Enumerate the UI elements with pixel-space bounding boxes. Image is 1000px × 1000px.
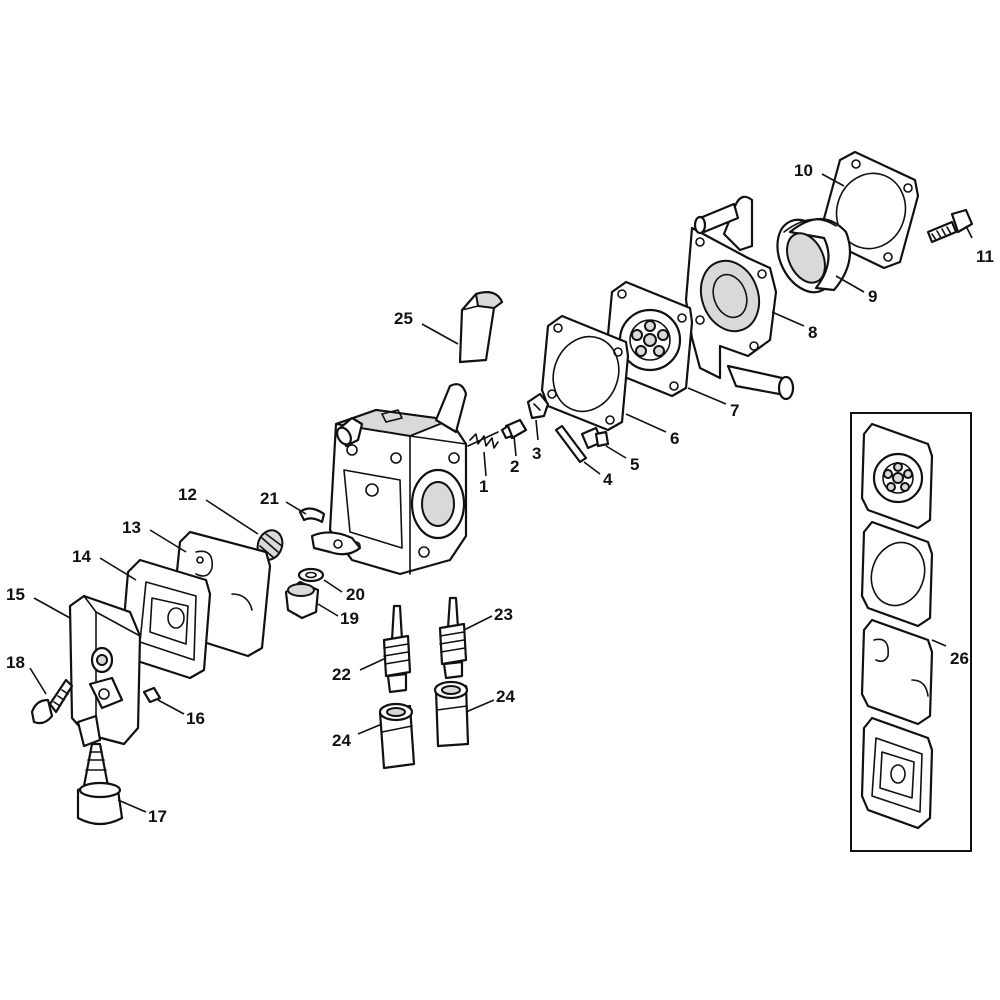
svg-text:10: 10 [794,161,813,180]
callout-22: 22 [332,657,387,684]
svg-text:18: 18 [6,653,25,672]
part-25-throttle-lever[interactable] [458,291,504,364]
callout-24a: 24 [332,723,383,750]
callout-15: 15 [6,585,71,619]
callout-24b: 24 [465,687,515,713]
callout-2: 2 [510,435,519,476]
part-8-pump-housing[interactable] [684,195,795,401]
svg-text:25: 25 [394,309,413,328]
part-14-gasket[interactable] [120,558,212,680]
part-3-lever[interactable] [526,392,550,420]
callout-6: 6 [625,413,679,448]
part-26-kit[interactable] [850,412,972,852]
svg-text:19: 19 [340,609,359,628]
part-15-end-cover[interactable] [68,594,142,748]
svg-text:1: 1 [479,477,488,496]
part-24-limiter-cap-right[interactable] [433,680,470,748]
callout-9: 9 [835,275,877,306]
svg-text:24: 24 [496,687,515,706]
svg-text:5: 5 [630,455,639,474]
part-20-washer[interactable] [297,567,325,583]
part-2-inlet-needle[interactable] [500,418,528,440]
callout-19: 19 [317,603,359,628]
part-23-adjusting-screw[interactable] [438,596,468,680]
part-24-limiter-cap-left[interactable] [378,702,416,770]
svg-text:16: 16 [186,709,205,728]
carburetor-body[interactable] [328,383,468,576]
callout-14: 14 [72,547,137,581]
part-17-cap[interactable] [76,742,124,826]
callout-8: 8 [771,311,817,342]
svg-text:4: 4 [603,470,613,489]
part-16-plug[interactable] [142,686,162,704]
part-9-cup[interactable] [766,211,852,302]
callout-3: 3 [532,419,541,463]
callout-13: 13 [122,518,187,553]
kit-frame [850,412,972,852]
callout-1: 1 [479,451,488,496]
svg-text:26: 26 [950,649,969,668]
svg-text:6: 6 [670,429,679,448]
callout-20: 20 [323,579,365,604]
svg-text:9: 9 [868,287,877,306]
callout-10: 10 [794,161,845,187]
callout-11: 11 [965,225,994,266]
svg-text:7: 7 [730,401,739,420]
svg-text:15: 15 [6,585,25,604]
callouts: 1 2 3 4 5 6 7 8 [6,161,994,826]
callout-21: 21 [260,489,307,515]
svg-text:2: 2 [510,457,519,476]
part-11-screw[interactable] [926,208,974,244]
callout-23: 23 [463,605,513,631]
part-4-pin[interactable] [554,424,588,464]
callout-18: 18 [6,653,47,695]
callout-4: 4 [583,461,613,489]
svg-text:24: 24 [332,731,351,750]
svg-text:14: 14 [72,547,91,566]
svg-text:11: 11 [976,247,994,266]
svg-text:13: 13 [122,518,141,537]
svg-text:21: 21 [260,489,279,508]
part-1-spring[interactable] [467,431,499,449]
part-18-screw[interactable] [30,678,74,725]
svg-text:3: 3 [532,444,541,463]
svg-text:17: 17 [148,807,167,826]
svg-text:8: 8 [808,323,817,342]
svg-text:22: 22 [332,665,351,684]
svg-text:23: 23 [494,605,513,624]
callout-16: 16 [157,699,205,728]
callout-17: 17 [117,799,167,826]
callout-12: 12 [178,485,259,535]
callout-26: 26 [931,639,969,668]
part-5-screw[interactable] [580,426,610,450]
callout-7: 7 [687,387,739,420]
svg-text:20: 20 [346,585,365,604]
part-6-gasket[interactable] [540,314,630,432]
callout-5: 5 [605,445,639,474]
svg-text:12: 12 [178,485,197,504]
callout-25: 25 [394,309,459,345]
part-22-adjusting-screw[interactable] [382,604,412,694]
part-19-plug[interactable] [284,580,320,620]
part-21-clip[interactable] [298,507,362,556]
